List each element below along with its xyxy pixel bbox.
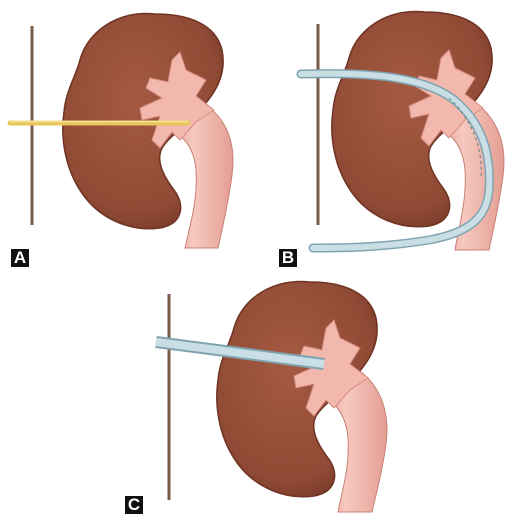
panel-a: A [0, 0, 259, 272]
panel-b-label: B [279, 249, 297, 267]
panel-a-label: A [11, 249, 29, 267]
panel-b-illustration [259, 0, 518, 272]
panel-c-illustration [100, 272, 418, 519]
panel-c: C [100, 272, 418, 519]
panel-c-label: C [125, 496, 143, 514]
panel-a-illustration [0, 0, 259, 272]
panel-b: B [259, 0, 518, 272]
